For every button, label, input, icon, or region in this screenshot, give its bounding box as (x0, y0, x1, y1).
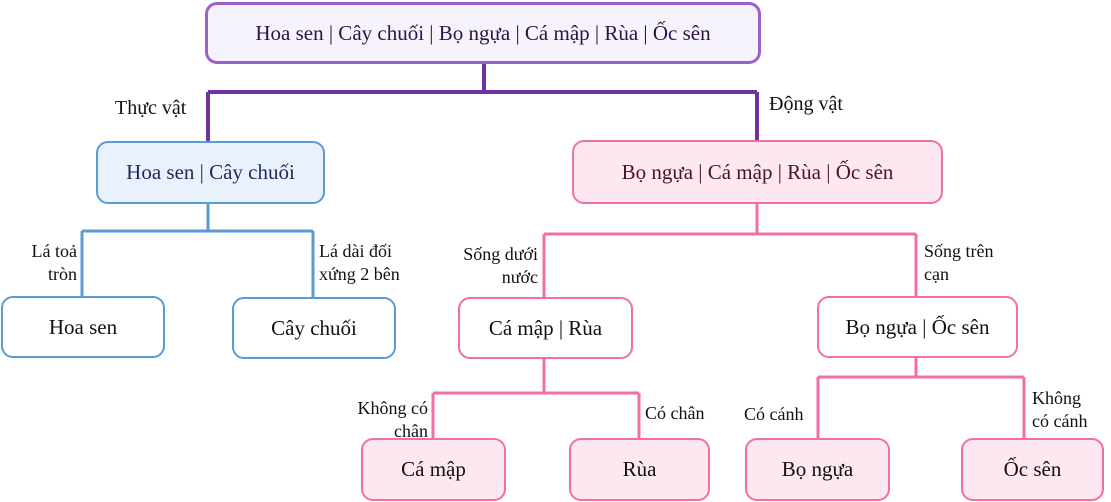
cay-chuoi-node: Cây chuối (232, 297, 396, 359)
animals-node-text: Bọ ngựa | Cá mập | Rùa | Ốc sên (621, 159, 894, 184)
hoa-sen-node-text: Hoa sen (48, 314, 118, 339)
edge-label-hoa-sen-line1: Lá toả (31, 241, 77, 261)
edge-label-rua-line1: Có chân (645, 403, 705, 423)
plants-node-text: Hoa sen | Cây chuối (126, 160, 295, 184)
rua-node: Rùa (569, 438, 710, 501)
edge-label-land: Sống trên cạn (924, 240, 994, 286)
edge-label-rua: Có chân (645, 402, 704, 425)
edge-label-hoa-sen: Lá toả tròn (10, 240, 77, 286)
edge-label-land-line1: Sống trên (924, 241, 994, 261)
ca-map-node-text: Cá mập (401, 457, 466, 481)
root-node: Hoa sen | Cây chuối | Bọ ngựa | Cá mập |… (205, 2, 761, 64)
edge-label-animals: Động vật (769, 93, 843, 115)
edge-label-cay-chuoi: Lá dài đối xứng 2 bên (319, 240, 400, 286)
edge-label-water-line1: Sống dưới (463, 244, 538, 264)
land-animals-node: Bọ ngựa | Ốc sên (817, 296, 1018, 358)
ca-map-node: Cá mập (361, 438, 506, 501)
edge-label-land-line2: cạn (924, 264, 949, 284)
edge-label-bo-ngua-line1: Có cánh (744, 404, 804, 424)
edge-label-plants: Thực vật (115, 97, 187, 119)
edge-label-water: Sống dưới nước (440, 243, 538, 289)
animals-node: Bọ ngựa | Cá mập | Rùa | Ốc sên (572, 140, 943, 204)
oc-sen-node-text: Ốc sên (1003, 457, 1062, 481)
hoa-sen-node: Hoa sen (1, 296, 165, 358)
cay-chuoi-node-text: Cây chuối (271, 315, 357, 340)
root-node-text: Hoa sen | Cây chuối | Bọ ngựa | Cá mập |… (255, 20, 711, 45)
land-animals-node-text: Bọ ngựa | Ốc sên (845, 314, 990, 339)
edge-label-hoa-sen-line2: tròn (48, 264, 77, 284)
edge-label-bo-ngua: Có cánh (744, 403, 803, 426)
water-animals-node: Cá mập | Rùa (458, 297, 633, 359)
bo-ngua-node-text: Bọ ngựa (781, 457, 854, 481)
edge-label-water-line2: nước (501, 267, 538, 287)
edge-label-oc-sen: Không có cánh (1032, 387, 1087, 433)
edge-label-ca-map-line1: Không có (357, 398, 429, 418)
edge-label-oc-sen-line1: Không (1032, 388, 1081, 408)
edge-label-ca-map: Không có chân (340, 397, 429, 443)
rua-node-text: Rùa (622, 457, 657, 481)
bo-ngua-node: Bọ ngựa (745, 438, 890, 501)
edge-label-oc-sen-line2: có cánh (1032, 411, 1088, 431)
plants-node: Hoa sen | Cây chuối (96, 141, 325, 204)
edge-label-cay-chuoi-line2: xứng 2 bên (319, 264, 400, 284)
oc-sen-node: Ốc sên (961, 438, 1104, 501)
water-animals-node-text: Cá mập | Rùa (488, 315, 603, 340)
edge-label-cay-chuoi-line1: Lá dài đối (319, 241, 392, 261)
edge-label-ca-map-line2: chân (394, 421, 428, 441)
